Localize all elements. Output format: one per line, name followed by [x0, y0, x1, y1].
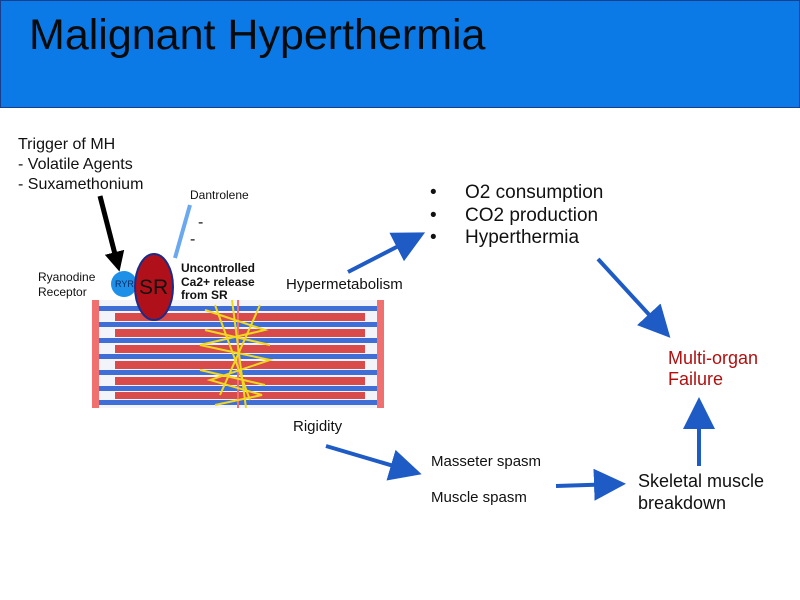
- minus-sign: -: [190, 231, 196, 248]
- trigger-item: - Suxamethonium: [18, 176, 144, 193]
- arrow-rigidity-to-spasm: [325, 444, 422, 481]
- effect-text: CO2 production: [465, 204, 599, 226]
- skeletal-line: Skeletal muscle: [638, 471, 765, 491]
- bullet-glyph: •: [430, 227, 437, 248]
- skeletal-line: breakdown: [638, 493, 727, 513]
- trigger-heading: Trigger of MH: [18, 136, 116, 153]
- effect-text: Hyperthermia: [465, 227, 580, 248]
- ryanodine-line: Receptor: [38, 285, 87, 299]
- ryr-label: RYR: [115, 279, 134, 289]
- ca-release-label: Uncontrolled Ca2+ release from SR: [181, 261, 255, 303]
- list-item: • Hyperthermia: [430, 227, 603, 250]
- ca-release-line: from SR: [181, 288, 228, 302]
- rigidity-label: Rigidity: [293, 418, 343, 435]
- muscle-fiber-illustration: [92, 299, 384, 409]
- minus-sign: -: [198, 214, 204, 231]
- ryr-circle: [111, 271, 137, 297]
- sr-label: SR: [139, 276, 169, 299]
- sr-ellipse: [134, 253, 174, 321]
- ryanodine-label: Ryanodine Receptor: [38, 270, 95, 300]
- failure-line: Multi-organ: [668, 348, 759, 368]
- bullet-glyph: •: [430, 182, 437, 203]
- list-item: • O2 consumption: [430, 182, 603, 205]
- arrow-to-effects: [347, 232, 426, 274]
- masseter-spasm-label: Masseter spasm: [431, 453, 542, 470]
- arrow-effects-to-failure: [596, 257, 671, 338]
- failure-line: Failure: [668, 369, 724, 389]
- trigger-arrow: [97, 195, 125, 272]
- trigger-list: Trigger of MH - Volatile Agents - Suxame…: [18, 135, 143, 195]
- dantrolene-label: Dantrolene: [190, 188, 249, 202]
- dantrolene-line: [173, 204, 192, 259]
- effect-text: O2 consumption: [465, 182, 604, 203]
- skeletal-breakdown-label: Skeletal muscle breakdown: [638, 470, 764, 514]
- muscle-spasm-label: Muscle spasm: [431, 489, 527, 506]
- ca-release-line: Uncontrolled: [181, 261, 255, 275]
- title-bar: Malignant Hyperthermia: [0, 0, 800, 108]
- list-item: • CO2 production: [430, 205, 603, 228]
- metabolic-effects-list: • O2 consumption • CO2 production • Hyperth…: [430, 182, 603, 250]
- multi-organ-failure-label: Multi-organ Failure: [668, 348, 758, 390]
- ca-release-line: Ca2+ release: [181, 274, 255, 289]
- ryanodine-line: Ryanodine: [38, 270, 96, 284]
- hypermetabolism-label: Hypermetabolism: [286, 276, 403, 293]
- arrow-spasm-to-breakdown: [555, 468, 626, 501]
- trigger-item: - Volatile Agents: [18, 156, 133, 173]
- page-title: Malignant Hyperthermia: [29, 11, 486, 59]
- bullet-glyph: •: [430, 204, 437, 226]
